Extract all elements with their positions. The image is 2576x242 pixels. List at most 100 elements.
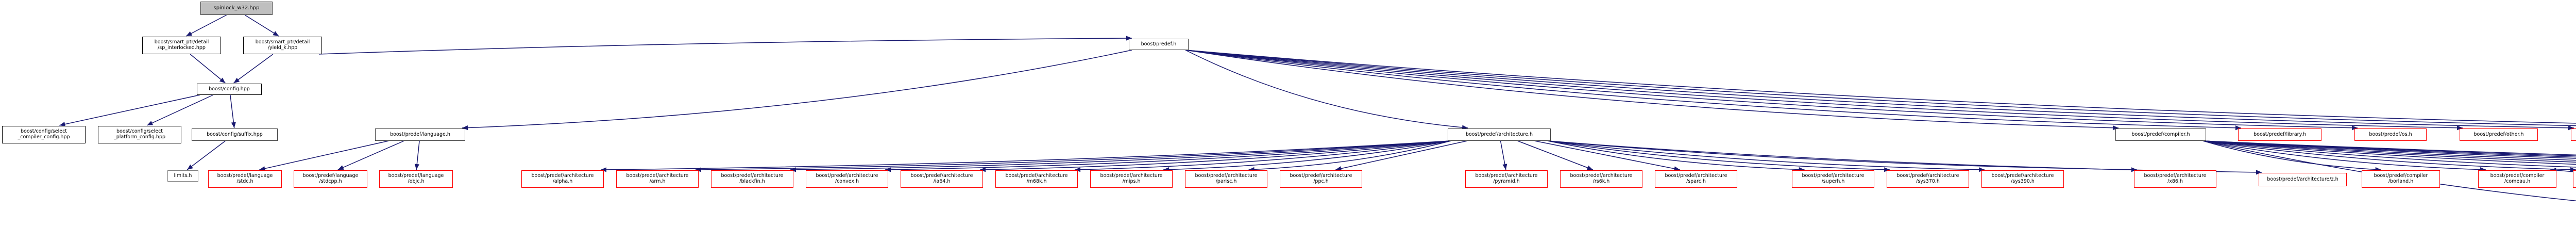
graph-node-label: boost/predef/architecture /sys370.h xyxy=(1896,173,1959,184)
edge xyxy=(1248,140,1451,170)
graph-node-label: boost/predef/architecture /sparc.h xyxy=(1665,173,1727,184)
graph-node[interactable]: boost/predef/architecture /convex.h xyxy=(806,170,888,188)
graph-node[interactable]: boost/smart_ptr/detail /sp_interlocked.h… xyxy=(142,37,221,54)
graph-node[interactable]: boost/predef.h xyxy=(1129,39,1189,50)
graph-node[interactable]: boost/predef/compiler /borland.h xyxy=(2362,170,2440,188)
edge xyxy=(2202,140,2381,170)
edge xyxy=(1185,50,2576,124)
graph-node[interactable]: boost/predef/compiler.h xyxy=(2115,128,2206,141)
edge xyxy=(1547,140,1890,170)
graph-node-label: boost/predef.h xyxy=(1141,41,1177,47)
graph-node[interactable]: boost/predef/architecture/z.h xyxy=(2259,173,2347,186)
edge xyxy=(695,140,1451,170)
edge xyxy=(1185,50,2574,128)
graph-node[interactable]: boost/predef/language.h xyxy=(375,128,465,141)
graph-node[interactable]: boost/predef/architecture /sparc.h xyxy=(1655,170,1737,188)
graph-node[interactable]: boost/config.hpp xyxy=(197,84,262,95)
graph-node-label: boost/smart_ptr/detail /yield_k.hpp xyxy=(255,39,310,51)
graph-node-label: boost/predef/architecture /arm.h xyxy=(626,173,689,184)
graph-node[interactable]: boost/config/suffix.hpp xyxy=(192,128,278,141)
graph-node[interactable]: boost/predef/architecture.h xyxy=(1448,128,1551,141)
graph-node[interactable]: boost/predef/library.h xyxy=(2238,128,2321,141)
graph-node-label: boost/predef/language.h xyxy=(390,131,450,137)
graph-node-label: boost/predef/architecture /convex.h xyxy=(816,173,878,184)
graph-node[interactable]: limits.h xyxy=(167,170,198,182)
graph-node[interactable]: boost/predef/architecture /blackfin.h xyxy=(711,170,793,188)
edge xyxy=(259,140,389,170)
graph-node-label: boost/predef/os.h xyxy=(2369,131,2412,137)
graph-node[interactable]: boost/predef/compiler /compaq.h xyxy=(2573,170,2576,188)
graph-node[interactable]: boost/predef/language /stdc.h xyxy=(208,170,282,188)
graph-node-label: boost/predef/architecture /superh.h xyxy=(1802,173,1865,184)
graph-node[interactable]: boost/smart_ptr/detail /yield_k.hpp xyxy=(243,37,322,54)
edge xyxy=(1500,140,1506,170)
graph-node-label: boost/config.hpp xyxy=(209,86,250,92)
graph-node[interactable]: boost/predef/platform.h xyxy=(2571,128,2576,141)
graph-node[interactable]: boost/predef/architecture /arm.h xyxy=(616,170,699,188)
edge xyxy=(462,50,1132,128)
graph-node-label: boost/predef/architecture /mips.h xyxy=(1100,173,1163,184)
edge xyxy=(244,14,279,37)
graph-node[interactable]: boost/predef/architecture /parisc.h xyxy=(1185,170,1267,188)
graph-node[interactable]: boost/predef/architecture /ia64.h xyxy=(901,170,983,188)
edge xyxy=(1534,140,1680,170)
graph-node[interactable]: boost/predef/architecture /superh.h xyxy=(1792,170,1874,188)
graph-node[interactable]: boost/predef/architecture /ppc.h xyxy=(1280,170,1362,188)
edge-arrowhead xyxy=(337,165,344,170)
graph-node[interactable]: boost/predef/compiler /comeau.h xyxy=(2478,170,2556,188)
edge-arrowhead xyxy=(231,122,236,128)
edge xyxy=(979,140,1451,170)
graph-node-label: boost/predef/architecture /blackfin.h xyxy=(721,173,784,184)
graph-node[interactable]: boost/predef/architecture /x86.h xyxy=(2134,170,2216,188)
edge xyxy=(318,38,1132,55)
graph-node[interactable]: boost/config/select _compiler_config.hpp xyxy=(2,126,86,143)
edge xyxy=(2202,140,2576,168)
graph-node-label: boost/predef/compiler.h xyxy=(2131,131,2190,137)
graph-node-label: boost/predef/architecture /rs6k.h xyxy=(1570,173,1633,184)
graph-node-label: boost/predef/platform.h xyxy=(2571,132,2576,138)
edge xyxy=(1185,50,2358,128)
edge xyxy=(1547,140,2262,173)
edge-arrowhead xyxy=(233,77,240,83)
edge xyxy=(1547,140,1805,170)
graph-node-label: boost/predef/language /stdc.h xyxy=(217,173,273,184)
graph-node[interactable]: boost/config/select _platform_config.hpp xyxy=(98,126,181,143)
graph-node-label: boost/predef/architecture /sys390.h xyxy=(1991,173,2054,184)
graph-node-root[interactable]: spinlock_w32.hpp xyxy=(200,2,273,15)
edge xyxy=(600,140,1451,170)
graph-node[interactable]: boost/predef/architecture /m68k.h xyxy=(995,170,1078,188)
graph-node[interactable]: boost/predef/os.h xyxy=(2354,128,2427,141)
graph-node[interactable]: boost/predef/architecture /rs6k.h xyxy=(1560,170,1642,188)
graph-node[interactable]: boost/predef/language /stdcpp.h xyxy=(294,170,367,188)
graph-node[interactable]: boost/predef/architecture /sys390.h xyxy=(1981,170,2064,188)
graph-node[interactable]: boost/predef/architecture /alpha.h xyxy=(521,170,604,188)
graph-node[interactable]: boost/predef/architecture /mips.h xyxy=(1090,170,1173,188)
edge xyxy=(146,94,213,126)
edge xyxy=(1547,140,2138,170)
edge xyxy=(2202,140,2576,165)
graph-node-label: spinlock_w32.hpp xyxy=(213,5,260,11)
edge xyxy=(790,140,1451,170)
graph-node[interactable]: boost/predef/architecture /pyramid.h xyxy=(1465,170,1548,188)
graph-node-label: boost/predef/architecture /pyramid.h xyxy=(1475,173,1538,184)
graph-node-label: boost/predef/language /stdcpp.h xyxy=(302,173,359,184)
edge-arrowhead xyxy=(187,164,193,170)
edge-arrowhead xyxy=(1586,165,1593,170)
graph-node-label: boost/predef/architecture /alpha.h xyxy=(531,173,594,184)
graph-node-label: boost/smart_ptr/detail /sp_interlocked.h… xyxy=(154,39,209,51)
graph-node-label: boost/config/select _compiler_config.hpp xyxy=(18,128,70,140)
graph-node[interactable]: boost/predef/other.h xyxy=(2460,128,2538,141)
edge xyxy=(2202,140,2486,170)
graph-node[interactable]: boost/predef/language /objc.h xyxy=(379,170,453,188)
graph-node[interactable]: boost/predef/architecture /sys370.h xyxy=(1887,170,1969,188)
graph-node-label: boost/config/select _platform_config.hpp xyxy=(113,128,166,140)
edge xyxy=(1185,50,1468,128)
edge xyxy=(185,14,227,37)
edge xyxy=(1163,140,1451,170)
edge-arrowhead xyxy=(219,77,226,83)
graph-node-label: boost/predef/compiler /compaq.h xyxy=(2573,173,2576,184)
edge xyxy=(2202,140,2576,156)
graph-node-label: limits.h xyxy=(174,172,192,179)
